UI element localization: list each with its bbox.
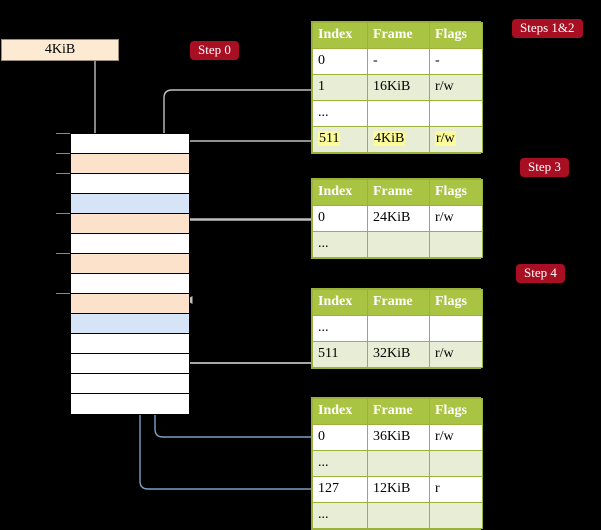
cell-index: 511	[312, 126, 368, 153]
badge-steps-1-2-label: Steps 1&2	[520, 20, 575, 35]
column-header-frame: Frame	[367, 179, 430, 206]
cell-index: ...	[312, 315, 368, 342]
table-row: 511 4KiB r/w	[312, 126, 483, 153]
badge-step-0: Step 0	[190, 41, 239, 61]
cell-frame	[367, 231, 430, 258]
memory-cell	[71, 294, 189, 314]
memory-tick	[56, 253, 70, 254]
column-header-flags: Flags	[429, 22, 483, 49]
wire-l3-to-mem	[171, 312, 311, 364]
cell-index: 511	[312, 341, 368, 368]
memory-cell	[71, 174, 189, 194]
column-header-index: Index	[312, 289, 368, 316]
cell-flags	[429, 100, 483, 127]
memory-tick	[56, 293, 70, 294]
cell-index: 0	[312, 205, 368, 232]
table-row: ...	[312, 502, 483, 529]
cell-index: ...	[312, 450, 368, 477]
cell-flags	[429, 502, 483, 529]
column-header-frame: Frame	[367, 289, 430, 316]
memory-cell	[71, 134, 189, 154]
memory-cell	[71, 194, 189, 214]
memory-tick	[56, 213, 70, 214]
column-header-flags: Flags	[429, 289, 483, 316]
cell-index: 1	[312, 74, 368, 101]
memory-cell	[71, 374, 189, 394]
table-row: ...	[312, 315, 483, 342]
cell-flags: r/w	[429, 341, 483, 368]
cell-flags: r/w	[429, 424, 483, 451]
cell-index: ...	[312, 502, 368, 529]
cell-flags: -	[429, 48, 483, 75]
memory-cell	[71, 214, 189, 234]
memory-cell	[71, 274, 189, 294]
cell-frame	[367, 502, 430, 529]
physical-memory-column	[70, 133, 190, 415]
cell-flags	[429, 450, 483, 477]
cell-frame: 16KiB	[367, 74, 430, 101]
cell-flags: r/w	[429, 205, 483, 232]
cell-frame: 32KiB	[367, 341, 430, 368]
memory-cell	[71, 154, 189, 174]
cell-flags: r/w	[429, 126, 483, 153]
memory-cell	[71, 354, 189, 374]
column-header-frame: Frame	[367, 398, 430, 425]
badge-step-3-label: Step 3	[528, 159, 561, 174]
cell-frame: 24KiB	[367, 205, 430, 232]
cell-frame	[367, 450, 430, 477]
cell-flags	[429, 315, 483, 342]
table-row: 0--	[312, 48, 483, 75]
cell-index: 0	[312, 424, 368, 451]
memory-tick	[56, 153, 70, 154]
highlighted-value: 511	[318, 130, 341, 146]
memory-tick	[56, 133, 70, 134]
cell-frame	[367, 100, 430, 127]
highlighted-value: 4KiB	[373, 130, 406, 146]
table-row: ...	[312, 231, 483, 258]
memory-cell	[71, 334, 189, 354]
cell-frame: -	[367, 48, 430, 75]
memory-tick	[56, 173, 70, 174]
cell-flags: r/w	[429, 74, 483, 101]
cell-index: ...	[312, 231, 368, 258]
cell-frame	[367, 315, 430, 342]
badge-steps-1-2: Steps 1&2	[512, 19, 583, 39]
memory-cell	[71, 254, 189, 274]
column-header-flags: Flags	[429, 398, 483, 425]
cell-flags	[429, 231, 483, 258]
cell-frame: 12KiB	[367, 476, 430, 503]
badge-step-4-label: Step 4	[524, 265, 557, 280]
badge-step-3: Step 3	[520, 158, 569, 178]
cell-frame: 36KiB	[367, 424, 430, 451]
badge-step-0-label: Step 0	[198, 42, 231, 57]
cell-index: 0	[312, 48, 368, 75]
column-header-index: Index	[312, 22, 368, 49]
column-header-index: Index	[312, 398, 368, 425]
memory-cell	[71, 394, 189, 414]
memory-cell	[71, 314, 189, 334]
highlighted-value: r/w	[435, 130, 456, 146]
cell-flags: r	[429, 476, 483, 503]
memory-cell	[71, 234, 189, 254]
cell-index: 127	[312, 476, 368, 503]
table-row: ...	[312, 100, 483, 127]
column-header-index: Index	[312, 179, 368, 206]
cell-index: ...	[312, 100, 368, 127]
column-header-flags: Flags	[429, 179, 483, 206]
virtual-address-label: 4KiB	[44, 42, 76, 57]
table-row: ...	[312, 450, 483, 477]
column-header-frame: Frame	[367, 22, 430, 49]
cell-frame: 4KiB	[367, 126, 430, 153]
virtual-address-box: 4KiB	[1, 39, 119, 61]
badge-step-4: Step 4	[516, 264, 565, 284]
